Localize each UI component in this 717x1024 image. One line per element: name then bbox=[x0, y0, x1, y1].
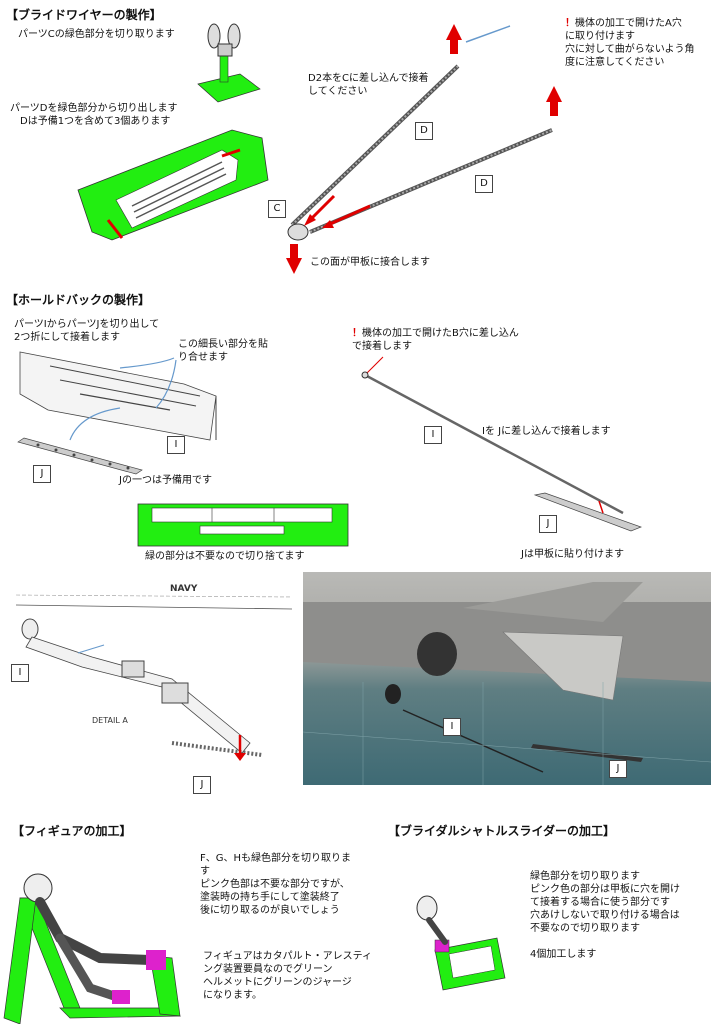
label-part-i-2: I bbox=[424, 426, 442, 444]
note-deck-contact: この面が甲板に接合します bbox=[310, 257, 430, 268]
catapult-detail-drawing: NAVY DETAIL A bbox=[15, 584, 293, 761]
note-figure-paint: フィギュアはカタパルト・アレスティ ング装置要員なのでグリーン ヘルメットにグリ… bbox=[203, 951, 372, 1001]
label-part-j-1: J bbox=[33, 465, 51, 483]
note-insert-i-to-j: Iを Jに差し込んで接着します bbox=[482, 426, 611, 437]
note-green-waste: 緑の部分は不要なので切り捨てます bbox=[145, 551, 305, 562]
note-hole-b: ！機体の加工で開けたB穴に差し込ん で接着します bbox=[352, 328, 519, 352]
photo-label-i: I bbox=[443, 718, 461, 736]
note-insert-d: D2本をCに差し込んで接着 してください bbox=[308, 73, 429, 97]
note-shuttle: 緑色部分を切り取ります ピンク色の部分は甲板に穴を開け て接着する場合に使う部分… bbox=[530, 871, 680, 960]
section-title-bridle-wire: 【ブライドワイヤーの製作】 bbox=[6, 8, 162, 22]
navy-text: NAVY bbox=[170, 584, 198, 594]
detail-label-j: J bbox=[193, 776, 211, 794]
photo-label-j: J bbox=[609, 760, 627, 778]
figure-sprue-illustration bbox=[3, 873, 181, 1024]
detail-a-text: DETAIL A bbox=[92, 716, 128, 725]
section-title-figure: 【フィギュアの加工】 bbox=[12, 824, 132, 838]
note-part-c: パーツCの緑色部分を切り取ります bbox=[18, 29, 175, 40]
shuttle-slider-illustration bbox=[416, 895, 506, 991]
model-photo-drawing bbox=[303, 582, 711, 785]
note-spare-j: Jの一つは予備用です bbox=[119, 475, 212, 486]
note-thin-part: この細長い部分を貼 り合せます bbox=[178, 339, 268, 363]
model-photo: I J bbox=[303, 572, 711, 785]
bridle-wire-diagram bbox=[286, 24, 562, 274]
warning-mark-b: ！ bbox=[352, 328, 362, 339]
label-part-d-1: D bbox=[415, 122, 433, 140]
blue-pointer-arrows bbox=[69, 357, 177, 441]
note-hole-a: ！機体の加工で開けたA穴 に取り付けます 穴に対して曲がらないよう角 度に注意し… bbox=[565, 18, 695, 68]
part-j-strip bbox=[17, 437, 143, 475]
label-part-d-2: D bbox=[475, 175, 493, 193]
part-i-sprue-illustration bbox=[19, 351, 217, 441]
label-part-i-1: I bbox=[167, 436, 185, 454]
label-part-c: C bbox=[268, 200, 286, 218]
part-d-sprue-illustration bbox=[77, 129, 269, 241]
label-part-j-2: J bbox=[539, 515, 557, 533]
note-part-d: パーツDを緑色部分から切り出します Dは予備1つを含めて3個あります bbox=[10, 103, 178, 127]
section-title-shuttle: 【ブライダルシャトルスライダーの加工】 bbox=[388, 824, 616, 838]
section-title-holdback: 【ホールドバックの製作】 bbox=[6, 293, 151, 307]
warning-mark: ！ bbox=[565, 18, 575, 29]
green-waste-part bbox=[137, 503, 349, 547]
holdback-wire-diagram bbox=[361, 356, 642, 532]
detail-label-i: I bbox=[11, 664, 29, 682]
note-figure-cut: F、G、Hも緑色部分を切り取りま す ピンク色部は不要な部分ですが、 塗装時の持… bbox=[200, 853, 352, 916]
part-c-illustration bbox=[197, 23, 261, 103]
note-fold-part: パーツIからパーツJを切り出して 2つ折にして接着します bbox=[14, 319, 160, 343]
note-deck-attach: Jは甲板に貼り付けます bbox=[521, 549, 624, 560]
